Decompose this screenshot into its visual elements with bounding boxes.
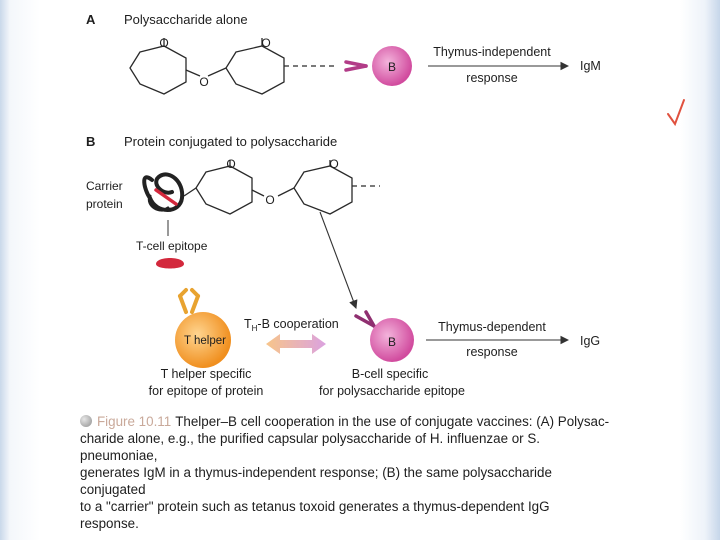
b-cell-receptor-icon xyxy=(354,310,376,328)
t-helper-label: T helper xyxy=(184,335,226,347)
t-cell-receptor-icon xyxy=(178,288,200,314)
polysaccharide-chain-b xyxy=(183,160,380,215)
figure-bullet-icon xyxy=(80,415,92,427)
carrier-label-line2: protein xyxy=(86,197,123,211)
response-bottom-label: response xyxy=(466,345,517,359)
carrier-label-line1: Carrier xyxy=(86,179,123,193)
panel-b-title: Protein conjugated to polysaccharide xyxy=(124,134,337,149)
th-b-cooperation-label: TH-B cooperation xyxy=(244,317,339,333)
b-cell-specific-line2: for polysaccharide epitope xyxy=(319,384,465,398)
carrier-protein-icon xyxy=(142,172,185,212)
oxygen-label: O xyxy=(159,36,168,50)
polysaccharide-to-b-cell-arrow xyxy=(319,211,358,310)
t-cell-epitope-label: T-cell epitope xyxy=(136,239,208,253)
t-cell-epitope-fragment-icon xyxy=(156,258,184,269)
b-cell-receptor-icon xyxy=(344,60,368,72)
oxygen-label: O xyxy=(226,157,235,171)
figure-number: Figure 10.11 xyxy=(97,414,172,429)
caption-text: Thelper–B cell cooperation in the use of… xyxy=(175,414,610,429)
igm-output-label: IgM xyxy=(580,59,601,73)
oxygen-label: O xyxy=(265,193,274,207)
b-cell-label: B xyxy=(388,335,396,349)
check-mark-icon xyxy=(667,99,685,127)
oxygen-label: O xyxy=(329,157,338,171)
caption-line: generates IgM in a thymus-independent re… xyxy=(80,465,552,497)
caption-line: to a "carrier" protein such as tetanus t… xyxy=(80,499,550,531)
panel-b-letter: B xyxy=(86,134,95,149)
panel-a-letter: A xyxy=(86,12,96,27)
panel-a-title: Polysaccharide alone xyxy=(124,12,248,27)
b-cell-icon xyxy=(370,318,414,362)
t-helper-specific-line1: T helper specific xyxy=(161,367,252,381)
t-helper-cell-icon xyxy=(175,312,231,368)
oxygen-label: O xyxy=(199,75,208,89)
t-helper-specific-line2: for epitope of protein xyxy=(149,384,264,398)
caption-line: charide alone, e.g., the purified capsul… xyxy=(80,431,541,463)
response-top-label: Thymus-dependent xyxy=(438,320,546,334)
b-cell-label: B xyxy=(388,60,396,74)
response-top-label: Thymus-independent xyxy=(433,45,551,59)
oxygen-label: O xyxy=(261,36,270,50)
igg-output-label: IgG xyxy=(580,334,600,348)
polysaccharide-chain-a xyxy=(129,38,336,95)
figure-page xyxy=(44,0,678,520)
response-bottom-label: response xyxy=(466,71,517,85)
cooperation-double-arrow-icon xyxy=(266,334,326,354)
b-cell-icon xyxy=(372,46,412,86)
b-cell-specific-line1: B-cell specific xyxy=(352,367,428,381)
